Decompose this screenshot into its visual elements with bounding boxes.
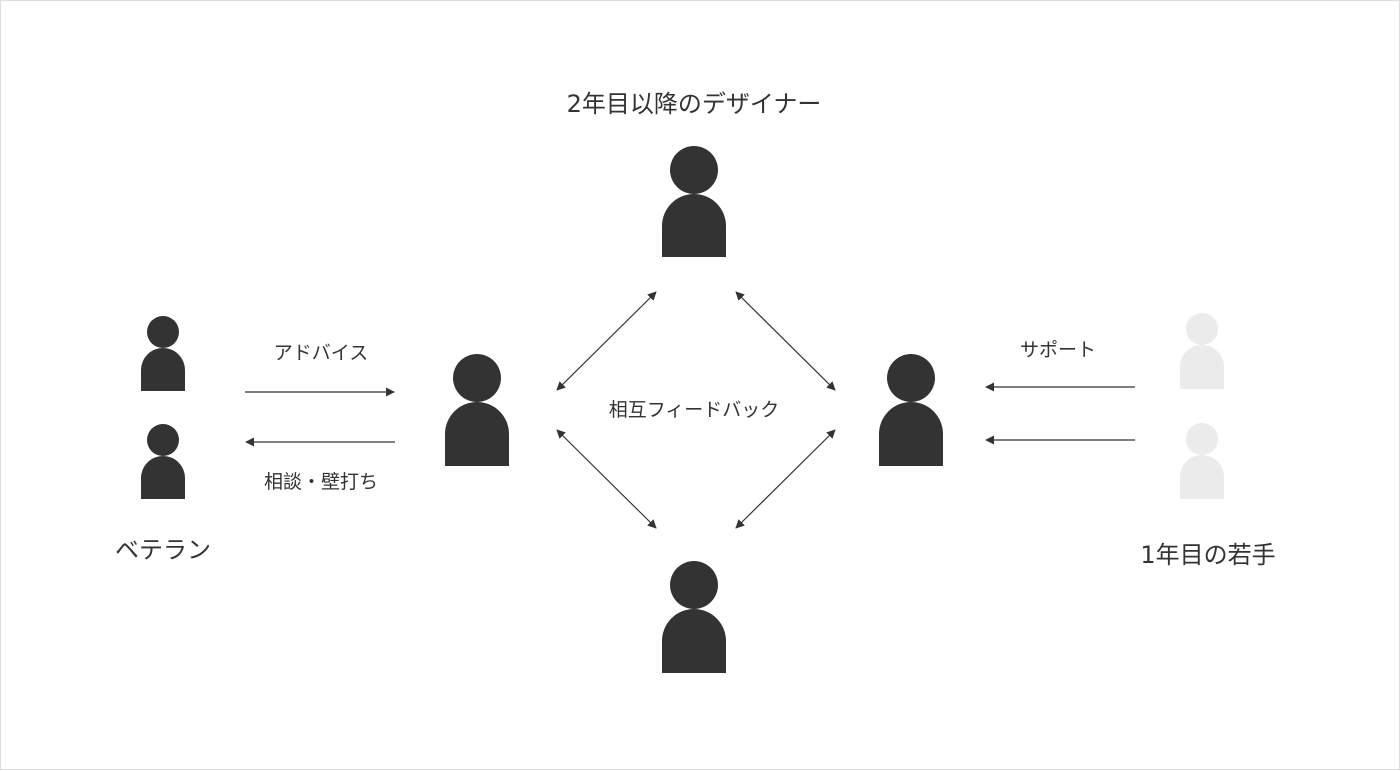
person-icon bbox=[141, 424, 185, 499]
person-icon bbox=[662, 561, 726, 673]
support-label: サポート bbox=[1020, 339, 1096, 361]
advice-label: アドバイス bbox=[274, 342, 368, 364]
person-icon bbox=[141, 316, 185, 391]
consult-label: 相談・壁打ち bbox=[264, 471, 378, 493]
top-group-label: 2年目以降のデザイナー bbox=[567, 90, 822, 118]
person-icon bbox=[445, 354, 509, 466]
person-icon bbox=[662, 146, 726, 257]
arrow-icon bbox=[556, 429, 657, 529]
person-icon bbox=[879, 354, 943, 466]
mutual-feedback-label: 相互フィードバック bbox=[609, 399, 780, 421]
arrow-icon bbox=[735, 291, 836, 391]
right-group-label: 1年目の若手 bbox=[1140, 541, 1275, 569]
person-icon bbox=[1180, 423, 1224, 499]
person-icon bbox=[1180, 313, 1224, 389]
arrow-icon bbox=[556, 291, 657, 391]
arrow-icon bbox=[735, 429, 836, 529]
left-group-label: ベテラン bbox=[115, 536, 211, 564]
